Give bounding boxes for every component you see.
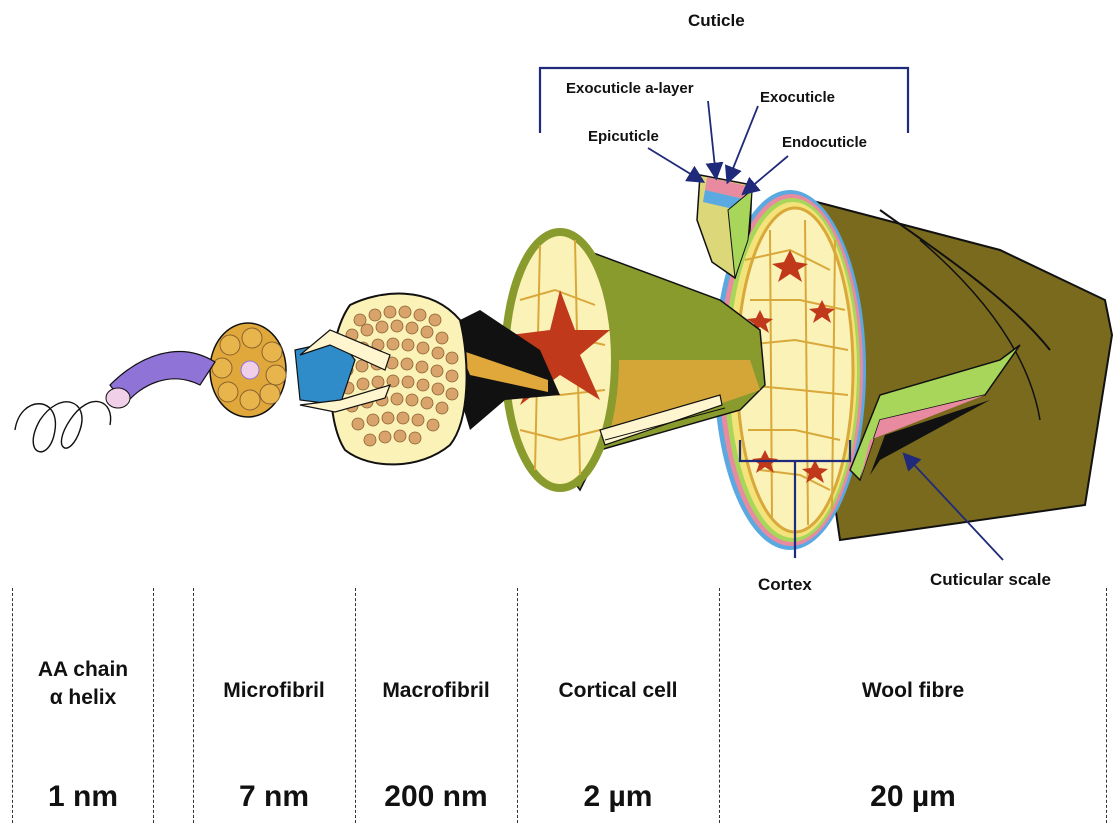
column-divider (517, 588, 518, 823)
column-divider (719, 588, 720, 823)
column-divider (193, 588, 194, 823)
level-size-macrofibril: 200 nm (357, 780, 515, 814)
exocuticle-a-layer-label: Exocuticle a-layer (566, 80, 694, 97)
epicuticle-arrow (648, 148, 702, 181)
exocuticle-arrow (728, 106, 758, 181)
exocuticle-label: Exocuticle (760, 89, 835, 106)
level-name-wool-fibre: Wool fibre (721, 677, 1105, 705)
level-name-aa-chain: AA chain α helix (14, 656, 152, 713)
level-name-macrofibril: Macrofibril (357, 677, 515, 705)
alpha-helix-shape (15, 352, 215, 452)
level-size-cortical-cell: 2 µm (519, 780, 717, 814)
column-divider (153, 588, 154, 823)
cuticular-scale-label: Cuticular scale (930, 570, 1051, 590)
level-size-aa-chain: 1 nm (14, 780, 152, 814)
epicuticle-label: Epicuticle (588, 128, 659, 145)
endocuticle-arrow (744, 156, 788, 193)
cuticle-bracket (540, 68, 908, 133)
level-name-microfibril: Microfibril (195, 677, 353, 705)
column-divider (1106, 588, 1107, 823)
level-name-cortical-cell: Cortical cell (519, 677, 717, 705)
level-name-line1: AA chain (14, 656, 152, 684)
level-size-wool-fibre: 20 µm (721, 780, 1105, 814)
column-divider (12, 588, 13, 823)
level-size-microfibril: 7 nm (195, 780, 353, 814)
column-divider (355, 588, 356, 823)
endocuticle-label: Endocuticle (782, 134, 867, 151)
cortex-label: Cortex (758, 575, 812, 595)
exocuticle-a-layer-arrow (708, 101, 716, 177)
level-name-line2: α helix (14, 684, 152, 712)
cuticle-label: Cuticle (688, 11, 745, 31)
